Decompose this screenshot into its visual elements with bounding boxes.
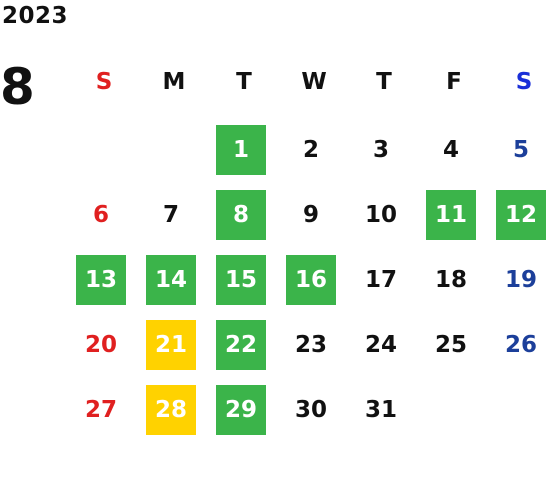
day-cell: 22 <box>216 320 266 370</box>
day-cell: 6 <box>92 202 109 228</box>
day-cell: 10 <box>364 202 397 228</box>
day-cell: 13 <box>76 255 126 305</box>
day-cell: 27 <box>84 397 117 423</box>
calendar-year: 2023 <box>2 3 69 29</box>
weekday-label: F <box>446 69 462 95</box>
day-cell: 20 <box>84 332 117 358</box>
weekday-label: W <box>301 69 327 95</box>
day-cell: 26 <box>504 332 537 358</box>
day-cell: 31 <box>364 397 397 423</box>
day-cell: 25 <box>434 332 467 358</box>
day-cell: 28 <box>146 385 196 435</box>
day-cell: 1 <box>216 125 266 175</box>
day-cell: 11 <box>426 190 476 240</box>
weekday-label: T <box>376 69 392 95</box>
day-cell: 30 <box>294 397 327 423</box>
day-cell: 15 <box>216 255 266 305</box>
day-cell: 4 <box>442 137 459 163</box>
day-cell: 8 <box>216 190 266 240</box>
day-cell: 16 <box>286 255 336 305</box>
weekday-label: M <box>162 69 186 95</box>
weekday-label: S <box>515 69 533 95</box>
day-cell: 2 <box>302 137 319 163</box>
calendar-month: 8 <box>0 58 35 116</box>
weekday-label: T <box>236 69 252 95</box>
day-cell: 19 <box>504 267 537 293</box>
weekday-label: S <box>95 69 113 95</box>
day-cell: 29 <box>216 385 266 435</box>
day-cell: 9 <box>302 202 319 228</box>
day-cell: 5 <box>512 137 529 163</box>
day-cell: 12 <box>496 190 546 240</box>
day-cell: 24 <box>364 332 397 358</box>
day-cell: 21 <box>146 320 196 370</box>
day-cell: 23 <box>294 332 327 358</box>
day-cell: 18 <box>434 267 467 293</box>
day-cell: 14 <box>146 255 196 305</box>
day-cell: 17 <box>364 267 397 293</box>
day-cell: 7 <box>162 202 179 228</box>
day-cell: 3 <box>372 137 389 163</box>
